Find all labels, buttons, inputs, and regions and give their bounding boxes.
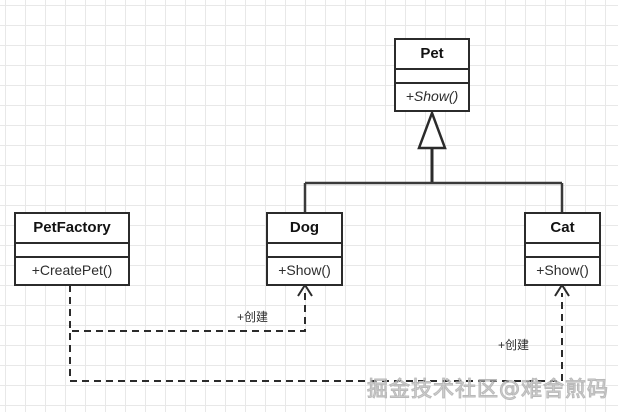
generalization-arrowhead-triangle: [417, 109, 447, 150]
class-attributes-cat: [526, 244, 599, 258]
watermark-text: 掘金技术社区@难舍煎码: [367, 377, 609, 402]
class-operations-dog: +Show(): [278, 262, 331, 278]
class-attributes-petfactory: [16, 244, 128, 258]
class-box-dog[interactable]: Dog +Show(): [266, 212, 343, 286]
class-name-dog: Dog: [268, 214, 341, 244]
generalization-edges: [303, 109, 564, 212]
class-attributes-pet: [396, 70, 468, 84]
class-box-pet[interactable]: Pet +Show(): [394, 38, 470, 112]
dependency-edge-dog: [69, 283, 313, 332]
class-operations-petfactory: +CreatePet(): [31, 262, 113, 278]
class-operations-pet: +Show(): [405, 88, 459, 104]
class-name-pet: Pet: [396, 40, 468, 70]
class-operations-cat: +Show(): [536, 262, 589, 278]
class-name-cat: Cat: [526, 214, 599, 244]
edge-label-creates-cat: +创建: [498, 338, 530, 352]
dependency-path-cat: [69, 285, 563, 382]
dependency-path-dog: [69, 285, 306, 332]
dependency-edge-cat: [69, 283, 570, 382]
edge-label-creates-dog: +创建: [237, 310, 269, 324]
class-attributes-dog: [268, 244, 341, 258]
class-box-cat[interactable]: Cat +Show(): [524, 212, 601, 286]
class-name-petfactory: PetFactory: [16, 214, 128, 244]
class-box-petfactory[interactable]: PetFactory +CreatePet(): [14, 212, 130, 286]
